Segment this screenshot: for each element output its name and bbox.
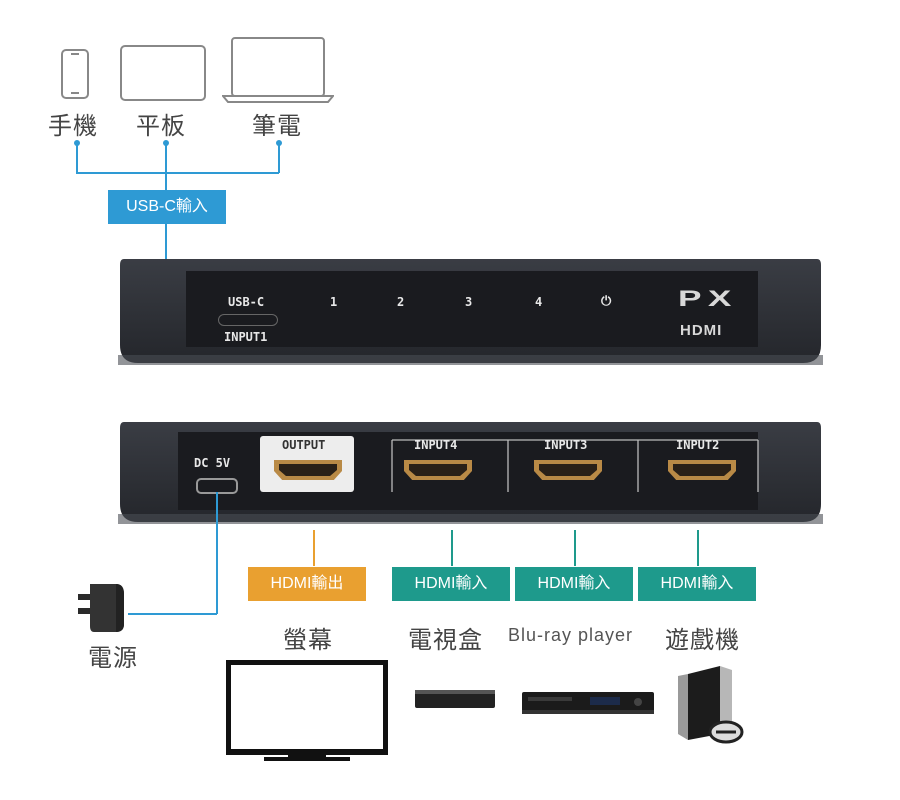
button-label-2: 2	[397, 295, 405, 309]
smartphone-icon	[61, 49, 89, 99]
hdmi-output-port	[268, 455, 348, 485]
device-label-bluray: Blu-ray player	[508, 625, 634, 645]
game-console-icon	[678, 666, 744, 744]
monitor-icon	[226, 660, 388, 761]
brand-hdmi-logo: HDMI	[680, 322, 723, 339]
device-label-monitor: 螢幕	[283, 626, 333, 654]
input3-label: INPUT3	[544, 438, 588, 452]
usbc-port-label: USB-C	[228, 295, 265, 309]
dc-label: DC 5V	[194, 456, 231, 470]
source-label-laptop: 筆電	[252, 112, 302, 140]
tablet-icon	[120, 45, 206, 101]
hdmi-input4-port	[398, 455, 478, 485]
device-label-console: 遊戲機	[665, 626, 740, 654]
input2-label: INPUT2	[676, 438, 720, 452]
device-label-tvbox: 電視盒	[408, 626, 483, 654]
hdmi-output-tag: HDMI輸出	[248, 567, 366, 601]
laptop-icon	[222, 37, 334, 103]
input1-label: INPUT1	[224, 330, 268, 344]
tvbox-icon	[415, 690, 495, 708]
source-label-tablet: 平板	[136, 112, 186, 140]
source-label-phone: 手機	[48, 112, 98, 140]
hdmi-input-tag-tvbox: HDMI輸入	[392, 567, 510, 601]
hdmi-input-tag-bluray: HDMI輸入	[515, 567, 633, 601]
button-label-3: 3	[465, 295, 473, 309]
hdmi-input2-port	[662, 455, 742, 485]
usbc-input-tag: USB-C輸入	[108, 190, 226, 224]
input4-label: INPUT4	[414, 438, 458, 452]
bluray-player-icon	[522, 692, 654, 714]
device-label-power: 電源	[88, 644, 138, 672]
button-label-4: 4	[535, 295, 543, 309]
output-port-label: OUTPUT	[282, 438, 326, 452]
hdmi-input-tag-console: HDMI輸入	[638, 567, 756, 601]
button-label-1: 1	[330, 295, 338, 309]
switch-front-shell	[118, 259, 823, 365]
brand-px-logo: PX	[678, 286, 738, 311]
hdmi-input3-port	[528, 455, 608, 485]
usbc-port	[218, 314, 278, 326]
power-icon: ⏻	[601, 294, 612, 309]
power-adapter-icon	[78, 584, 124, 632]
